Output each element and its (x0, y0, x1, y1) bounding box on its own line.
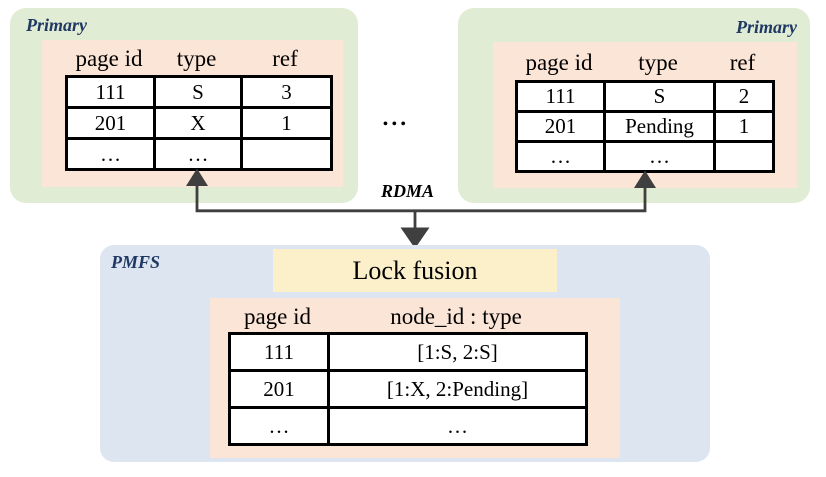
header-page-id: page id (75, 46, 143, 71)
lock-fusion-box: Lock fusion (273, 249, 557, 292)
cell-ref: 2 (713, 80, 775, 113)
lock-fusion-label: Lock fusion (352, 256, 478, 285)
cell-page-id: 201 (515, 110, 606, 143)
primary-left-title: Primary (26, 15, 87, 35)
table-row: 201 [1:X, 2:Pending] (228, 369, 588, 409)
cell-page-id: … (65, 137, 156, 171)
cell-type: … (153, 137, 243, 171)
rdma-label: RDMA (381, 181, 435, 201)
table-row: 201 Pending 1 (515, 110, 775, 143)
table-row: … … (515, 140, 775, 173)
header-ref: ref (729, 50, 756, 75)
header-ref: ref (272, 46, 298, 71)
cell-type: S (153, 75, 243, 109)
header-type: type (176, 46, 217, 71)
primary-right-title: Primary (736, 17, 797, 37)
pmfs-title: PMFS (111, 252, 161, 272)
primary-left-table-header: page id type ref (65, 45, 330, 73)
cell-node-id-type: … (327, 406, 588, 446)
header-node-id-type: node_id : type (390, 304, 522, 329)
pmfs-table-header: page id node_id : type (228, 303, 585, 331)
cell-ref (240, 137, 333, 171)
cell-page-id: 111 (228, 332, 330, 372)
pmfs-lock-table: 111 [1:S, 2:S] 201 [1:X, 2:Pending] … … (228, 332, 588, 446)
table-row: 201 X 1 (65, 106, 333, 140)
primary-left-lock-table: 111 S 3 201 X 1 … … (65, 75, 333, 171)
cell-node-id-type: [1:S, 2:S] (327, 332, 588, 372)
cell-ref: 3 (240, 75, 333, 109)
cell-type: S (603, 80, 716, 113)
cell-ref: 1 (713, 110, 775, 143)
cell-page-id: … (228, 406, 330, 446)
cell-page-id: … (515, 140, 606, 173)
cell-page-id: 201 (65, 106, 156, 140)
primary-right-lock-table: 111 S 2 201 Pending 1 … … (515, 80, 775, 173)
table-row: … … (65, 137, 333, 171)
cell-ref (713, 140, 775, 173)
cell-page-id: 111 (65, 75, 156, 109)
cell-page-id: 201 (228, 369, 330, 409)
header-type: type (638, 50, 678, 75)
table-row: 111 S 3 (65, 75, 333, 109)
header-page-id: page id (525, 50, 593, 75)
table-row: 111 S 2 (515, 80, 775, 113)
primary-right-table-header: page id type ref (515, 49, 772, 77)
cell-node-id-type: [1:X, 2:Pending] (327, 369, 588, 409)
cell-ref: 1 (240, 106, 333, 140)
ellipsis-dots: ••• (383, 117, 410, 132)
cell-type: X (153, 106, 243, 140)
table-row: … … (228, 406, 588, 446)
cell-page-id: 111 (515, 80, 606, 113)
table-row: 111 [1:S, 2:S] (228, 332, 588, 372)
header-page-id: page id (243, 304, 312, 329)
cell-type: … (603, 140, 716, 173)
cell-type: Pending (603, 110, 716, 143)
